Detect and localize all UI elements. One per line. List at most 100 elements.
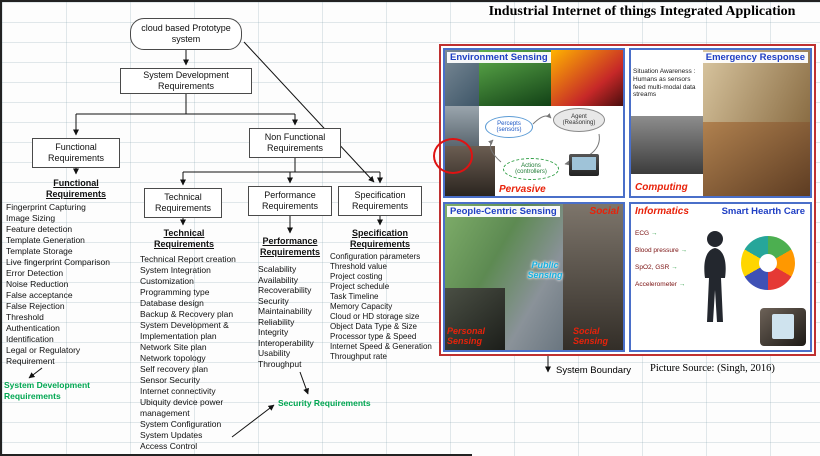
system-development-note: System Development Requirements	[4, 380, 90, 401]
list-item: Backup & Recovery plan	[140, 309, 234, 319]
functional-requirements-box: Functional Requirements	[32, 138, 120, 168]
situation-awareness-note: Situation Awareness : Humans as sensors …	[633, 68, 696, 99]
list-item: SpO2, GSR	[635, 264, 691, 281]
list-item: Feature detection	[6, 224, 73, 234]
list-item: System Updates	[140, 430, 203, 440]
technical-heading: Technical Requirements	[153, 228, 215, 250]
root-box: cloud based Prototype system	[130, 18, 242, 50]
list-item: Security	[258, 295, 289, 306]
laptop-icon	[569, 154, 599, 176]
informatics-quadrant: ECGBlood pressureSpO2, GSRAccelerometer …	[629, 202, 812, 352]
list-item: Threshold	[6, 312, 44, 322]
health-wheel-icon	[741, 236, 795, 290]
emergency-response-label: Emergency Response	[702, 52, 808, 63]
list-item: Object Data Type & Size	[330, 322, 418, 331]
list-item: False acceptance	[6, 290, 73, 300]
sensor-list: ECGBlood pressureSpO2, GSRAccelerometer	[635, 230, 691, 298]
list-item: Identification	[6, 334, 54, 344]
list-item: Error Detection	[6, 268, 64, 278]
specification-heading: Specification Requirements	[349, 228, 411, 250]
list-item: Threshold value	[330, 262, 387, 271]
performance-requirements-box: Performance Requirements	[248, 186, 332, 216]
panel-title: Industrial Internet of things Integrated…	[488, 4, 796, 19]
list-item: Template Generation	[6, 235, 85, 245]
canvas-edge	[2, 454, 472, 456]
list-item: Throughput rate	[330, 352, 387, 361]
performance-heading: Performance Requirements	[259, 236, 321, 258]
pervasive-tag: Pervasive	[499, 184, 546, 195]
list-item: Noise Reduction	[6, 279, 69, 289]
crowd-photo	[631, 116, 703, 174]
list-item: Image Sizing	[6, 213, 56, 223]
list-item: Database design	[140, 298, 204, 308]
security-requirements-note: Security Requirements	[278, 398, 371, 408]
list-item: Integrity	[258, 327, 289, 337]
list-item: Internet connectivity	[140, 386, 216, 396]
list-item: Programming type	[140, 287, 210, 297]
list-item: Customization	[140, 276, 194, 286]
list-item: System Configuration	[140, 419, 222, 429]
percepts-ellipse: Percepts (sensors)	[485, 116, 533, 138]
system-boundary-label: System Boundary	[556, 365, 631, 376]
list-item: Project costing	[330, 272, 383, 281]
social-tag: Social	[589, 206, 619, 217]
system-development-box: System Development Requirements	[120, 68, 252, 94]
list-item: Task Timeline	[330, 292, 379, 301]
informatics-content: ECGBlood pressureSpO2, GSRAccelerometer	[631, 204, 810, 350]
list-item: Accelerometer	[635, 281, 691, 298]
list-item: System Development & Implementation plan	[140, 320, 229, 341]
people-centric-photos	[445, 204, 623, 350]
people-centric-quadrant: People-Centric Sensing Social Public Sen…	[443, 202, 625, 352]
list-item: Access Control	[140, 441, 198, 451]
technical-requirements-box: Technical Requirements	[144, 188, 222, 218]
list-item: Project schedule	[330, 282, 390, 291]
emergency-response-quadrant: Situation Awareness : Humans as sensors …	[629, 48, 812, 198]
specification-requirements-box: Specification Requirements	[338, 186, 422, 216]
runner-photo	[445, 288, 505, 350]
human-silhouette-icon	[704, 231, 726, 322]
wildfire-photo	[551, 50, 623, 106]
list-item: Configuration parameters	[330, 252, 421, 261]
list-item: Template Storage	[6, 246, 73, 256]
list-item: Network topology	[140, 353, 206, 363]
environment-sensing-quadrant: Percepts (sensors) Agent (Reasoning) Act…	[433, 48, 625, 198]
list-item: Blood pressure	[635, 247, 691, 264]
list-item: Memory Capacity	[330, 302, 393, 311]
picture-source-label: Picture Source: (Singh, 2016)	[650, 363, 775, 374]
list-item: Technical Report creation	[140, 254, 236, 264]
environment-sensing-label: Environment Sensing	[447, 52, 551, 63]
list-item: Maintainability	[258, 306, 312, 316]
highlight-circle	[433, 138, 473, 174]
list-item: Usability	[258, 348, 291, 358]
environment-photos: Percepts (sensors) Agent (Reasoning) Act…	[445, 50, 623, 196]
list-item: Ubiquity device power management	[140, 397, 224, 418]
iiot-panel: Percepts (sensors) Agent (Reasoning) Act…	[433, 44, 816, 356]
list-item: Sensor Security	[140, 375, 200, 385]
list-item: Processor type & Speed	[330, 332, 417, 341]
list-item: Self recovery plan	[140, 364, 209, 374]
public-sensing-tag: Public Sensing	[527, 260, 563, 280]
list-item: Cloud or HD storage size	[330, 312, 420, 321]
list-item: Scalability	[258, 264, 297, 274]
list-item: Internet Speed & Generation	[330, 342, 432, 351]
list-item: System Integration	[140, 265, 211, 275]
list-item: Recoverability	[258, 285, 312, 295]
people-centric-label: People-Centric Sensing	[447, 206, 560, 217]
list-item: Fingerprint Capturing	[6, 202, 86, 212]
list-item: Live fingerprint Comparison	[6, 257, 110, 267]
list-item: Legal or Regulatory Requirement	[6, 345, 81, 366]
functional-heading: Functional Requirements	[45, 178, 107, 200]
emergency-photos: Situation Awareness : Humans as sensors …	[631, 50, 810, 196]
traffic-photo-2	[703, 122, 810, 196]
list-item: Interoperability	[258, 337, 314, 348]
personal-sensing-tag: Personal Sensing	[447, 326, 486, 346]
agent-ellipse: Agent (Reasoning)	[553, 108, 605, 132]
list-item: False Rejection	[6, 301, 65, 311]
smart-hearth-care-label: Smart Hearth Care	[718, 206, 808, 217]
wheel-hub	[759, 254, 777, 272]
actions-ellipse: Actions (controllers)	[503, 158, 559, 180]
